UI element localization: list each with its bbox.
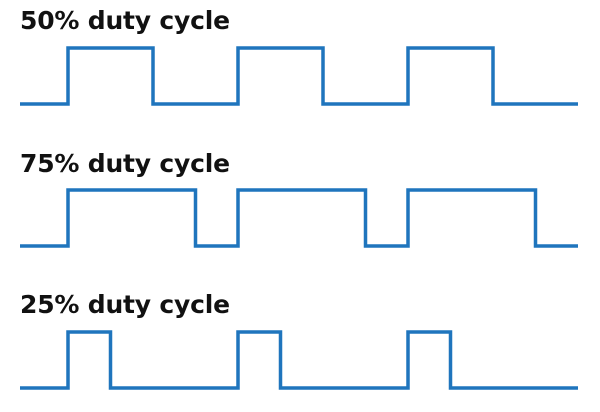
panel-title-25: 25% duty cycle	[20, 290, 230, 319]
panel-title-75: 75% duty cycle	[20, 149, 230, 178]
square-wave-50	[20, 46, 578, 106]
square-wave-75	[20, 188, 578, 248]
square-wave-25	[20, 330, 578, 390]
panel-title-50: 50% duty cycle	[20, 6, 230, 35]
